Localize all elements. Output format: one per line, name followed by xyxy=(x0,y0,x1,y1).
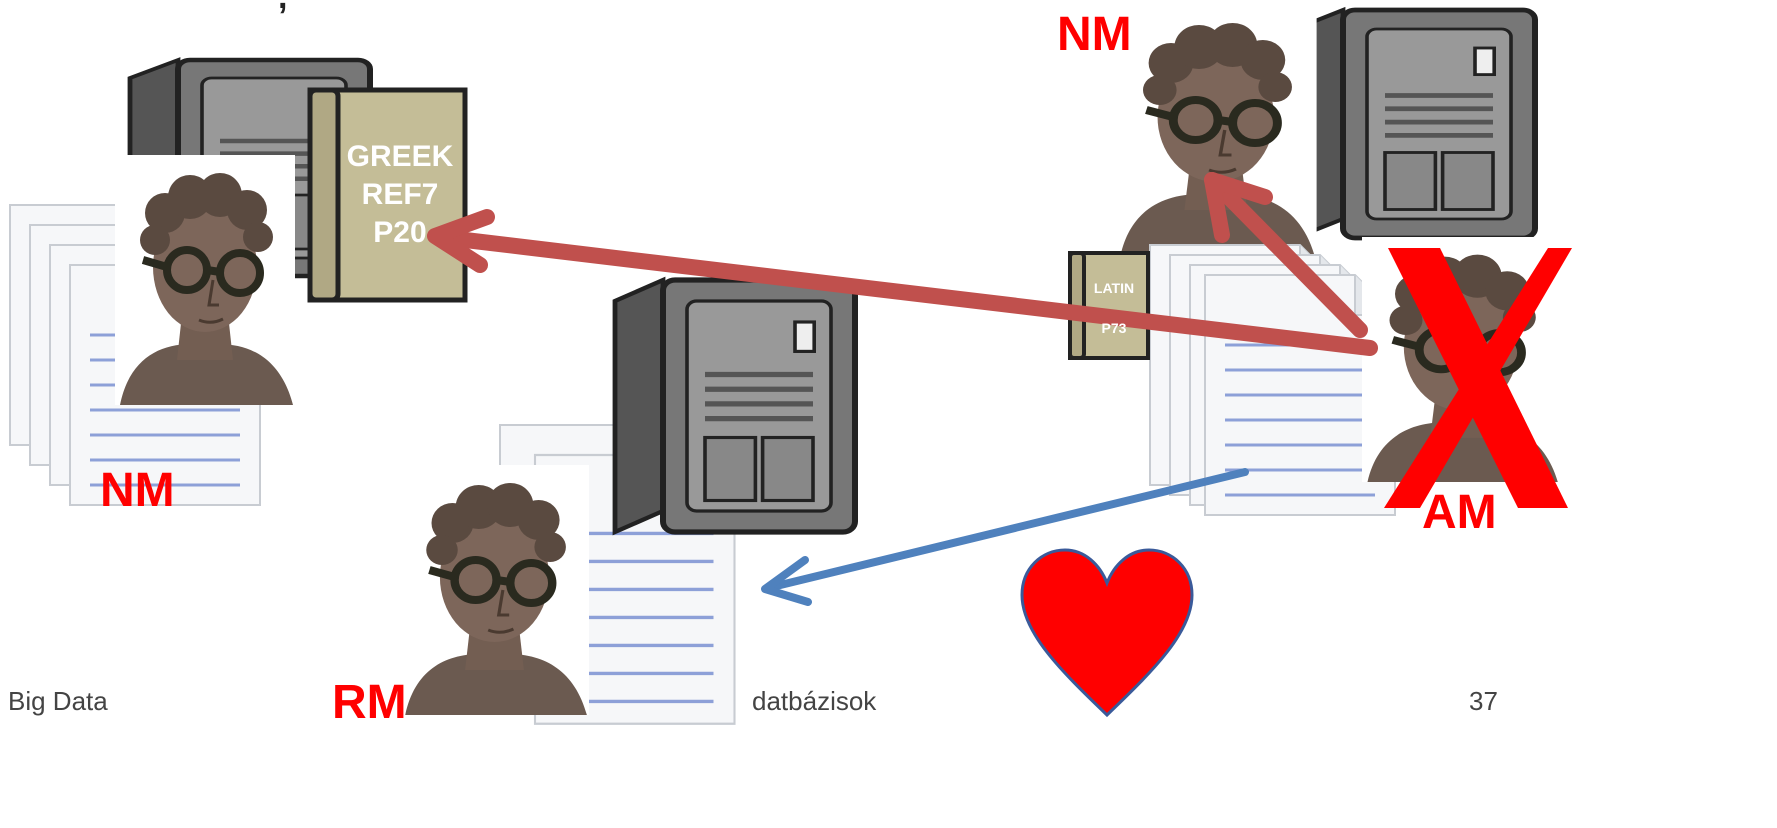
greek-book-line-2: REF7 xyxy=(361,178,439,211)
title-fragment: , xyxy=(278,0,287,17)
server-right xyxy=(1295,10,1535,238)
greek-book-line-3: P20 xyxy=(373,216,427,249)
label-am: AM xyxy=(1422,486,1497,539)
label-nm-left: NM xyxy=(100,464,175,517)
footer-center: datbázisok xyxy=(752,686,877,716)
latin-book-line-1: LATIN xyxy=(1093,280,1135,296)
page-number: 37 xyxy=(1469,686,1498,716)
heart-icon xyxy=(1020,548,1194,718)
latin-book-label: LATIN P73 xyxy=(1083,278,1145,338)
blue-arrow-to-rm xyxy=(761,468,1249,606)
greek-book xyxy=(307,87,468,303)
red-arrow-to-nm-top xyxy=(1204,172,1368,338)
greek-book-label: GREEK REF7 P20 xyxy=(340,138,460,252)
footer-left: Big Data xyxy=(8,686,108,716)
bust-left xyxy=(115,155,295,405)
document-stack-right xyxy=(1149,244,1396,516)
cross-mark xyxy=(1384,248,1572,508)
server-center xyxy=(615,280,855,532)
red-arrow-to-greek-book xyxy=(427,209,1378,356)
latin-book-line-3: P73 xyxy=(1101,320,1127,336)
bust-rm xyxy=(400,465,589,715)
label-nm-top: NM xyxy=(1057,8,1132,61)
label-rm: RM xyxy=(332,676,407,729)
greek-book-line-1: GREEK xyxy=(346,140,454,173)
